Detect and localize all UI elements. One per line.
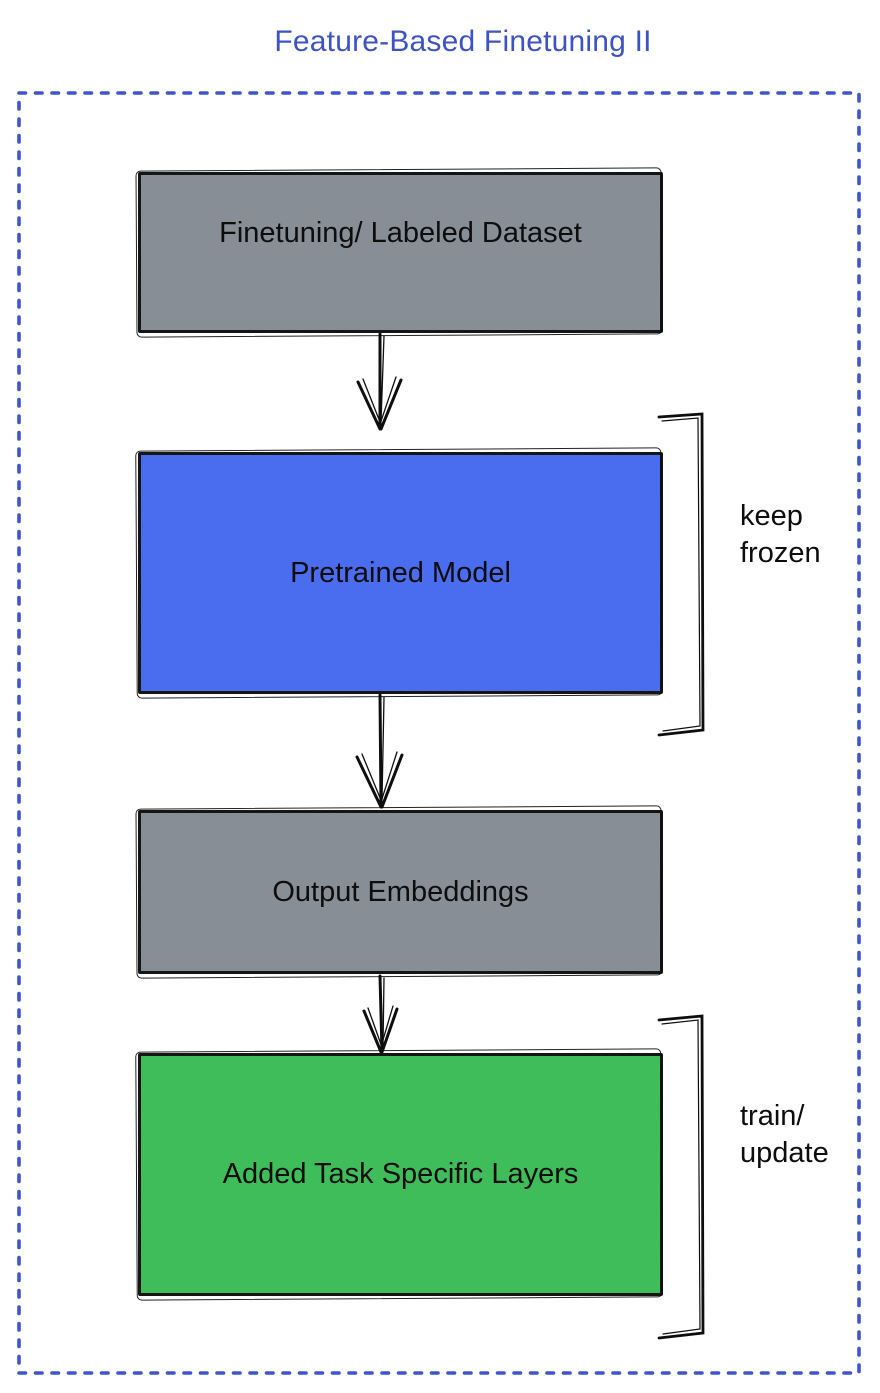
flow-box-finetuning-dataset: Finetuning/ Labeled Dataset — [138, 172, 663, 333]
flow-box-added-task-layers: Added Task Specific Layers — [138, 1053, 663, 1296]
flow-box-label: Output Embeddings — [272, 875, 529, 908]
flow-box-label: Pretrained Model — [290, 556, 511, 589]
flow-box-label: Finetuning/ Labeled Dataset — [219, 217, 582, 250]
train-update-bracket — [657, 1014, 705, 1340]
flow-arrow-3 — [362, 974, 399, 1054]
annotation-keep-frozen: keep frozen — [740, 500, 821, 569]
annotation-train-update: train/ update — [740, 1100, 829, 1169]
flow-arrow-1 — [356, 332, 403, 431]
page-title: Feature-Based Finetuning II — [274, 25, 652, 58]
keep-frozen-bracket — [657, 412, 705, 737]
flow-box-output-embeddings: Output Embeddings — [138, 810, 663, 974]
flow-arrow-2 — [355, 693, 404, 809]
flow-box-pretrained-model: Pretrained Model — [138, 452, 663, 694]
flow-box-label: Added Task Specific Layers — [222, 1158, 579, 1191]
